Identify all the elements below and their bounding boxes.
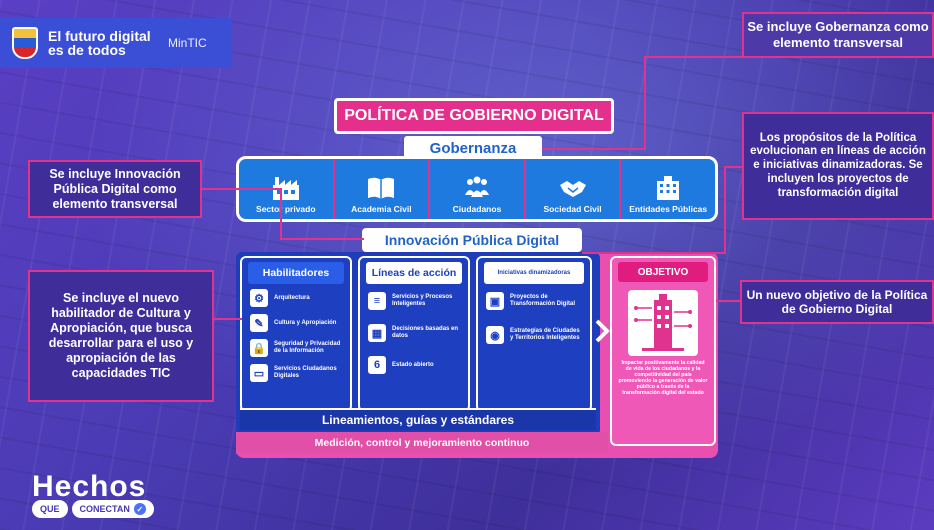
connector-line	[280, 188, 282, 240]
list-item: ✎Cultura y Apropiación	[242, 309, 350, 334]
mintic-logo-bar: El futuro digital es de todos MinTIC	[0, 18, 232, 68]
list-item: ◉Estrategias de Ciudades y Territorios I…	[478, 312, 590, 346]
actor-label: Entidades Públicas	[629, 204, 708, 214]
actor-label: Academia Civil	[351, 204, 412, 214]
page-title: POLÍTICA DE GOBIERNO DIGITAL	[334, 98, 614, 134]
list-item: 🔒Seguridad y Privacidad de la Informació…	[242, 334, 350, 359]
brand-conectan: CONECTAN ✓	[71, 500, 154, 518]
location-icon: ◉	[486, 326, 504, 344]
gear-icon: ⚙	[250, 289, 268, 307]
lineamientos-band: Lineamientos, guías y estándares	[240, 408, 596, 430]
lock-icon: 🔒	[250, 339, 268, 357]
callout-habilitador: Se incluye el nuevo habilitador de Cultu…	[28, 270, 214, 402]
actor-entidades-publicas: Entidades Públicas	[621, 159, 715, 219]
medicion-band: Medición, control y mejoramiento continu…	[236, 432, 608, 454]
lineas-column: Líneas de acción ≡Servicios y Procesos I…	[358, 256, 470, 412]
connector-line	[542, 148, 646, 150]
connector-line	[280, 238, 364, 240]
monitor-icon: ▭	[250, 364, 268, 382]
callout-innovacion: Se incluye Innovación Pública Digital co…	[28, 160, 202, 218]
document-icon: ≡	[368, 292, 386, 310]
connector-line	[214, 318, 242, 320]
connector-line	[644, 58, 646, 150]
iniciativas-column: Iniciativas dinamizadoras ▣Proyectos de …	[476, 256, 592, 412]
actor-label: Sociedad Civil	[543, 204, 602, 214]
actor-label: Sector privado	[256, 204, 316, 214]
logo-text: El futuro digital es de todos	[48, 28, 151, 58]
colombia-shield-icon	[12, 27, 38, 59]
callout-gobernanza: Se incluye Gobernanza como elemento tran…	[742, 12, 934, 58]
connector-line	[716, 300, 740, 302]
chart-icon: ▦	[368, 324, 386, 342]
actors-panel: Sector privado Academia Civil Ciudadanos…	[236, 156, 718, 222]
logo-ministry: MinTIC	[168, 36, 207, 50]
connector-line	[200, 188, 280, 190]
habilitadores-title: Habilitadores	[248, 262, 344, 284]
actor-sociedad-civil: Sociedad Civil	[526, 159, 622, 219]
actor-ciudadanos: Ciudadanos	[430, 159, 526, 219]
book-icon	[368, 177, 395, 199]
innovacion-label: Innovación Pública Digital	[362, 228, 582, 252]
chevron-right-icon	[595, 319, 610, 343]
map-icon: ✎	[250, 314, 268, 332]
open-icon: 6	[368, 356, 386, 374]
list-item: ≡Servicios y Procesos Inteligentes	[360, 284, 468, 312]
building-icon	[657, 176, 680, 200]
hechos-brand: Hechos	[32, 470, 147, 503]
lineas-title: Líneas de acción	[366, 262, 462, 284]
list-item: ⚙Arquitectura	[242, 284, 350, 309]
actor-academia: Academia Civil	[335, 159, 431, 219]
objetivo-text: Impactar positivamente la calidad de vid…	[618, 360, 708, 396]
brand-tagline: QUE CONECTAN ✓	[32, 500, 154, 518]
objetivo-title: OBJETIVO	[618, 262, 708, 282]
actor-label: Ciudadanos	[452, 204, 502, 214]
project-icon: ▣	[486, 292, 504, 310]
connector-line	[582, 252, 726, 254]
callout-propositos: Los propósitos de la Política evoluciona…	[742, 112, 934, 220]
digital-building-icon	[628, 290, 698, 356]
connector-line	[724, 166, 744, 168]
list-item: ▭Servicios Ciudadanos Digitales	[242, 359, 350, 384]
handshake-icon	[559, 181, 586, 197]
connector-line	[724, 166, 726, 254]
callout-objetivo: Un nuevo objetivo de la Política de Gobi…	[740, 280, 934, 324]
list-item: ▦Decisiones basadas en datos	[360, 312, 468, 344]
objetivo-panel: OBJETIVO Impactar positivamente la calid…	[610, 256, 716, 446]
check-icon: ✓	[133, 503, 146, 515]
brand-que: QUE	[32, 500, 68, 518]
connector-line	[644, 56, 744, 58]
list-item: ▣Proyectos de Transformación Digital	[478, 284, 590, 312]
people-icon	[464, 176, 489, 197]
habilitadores-column: Habilitadores ⚙Arquitectura ✎Cultura y A…	[240, 256, 352, 412]
iniciativas-title: Iniciativas dinamizadoras	[484, 262, 584, 284]
